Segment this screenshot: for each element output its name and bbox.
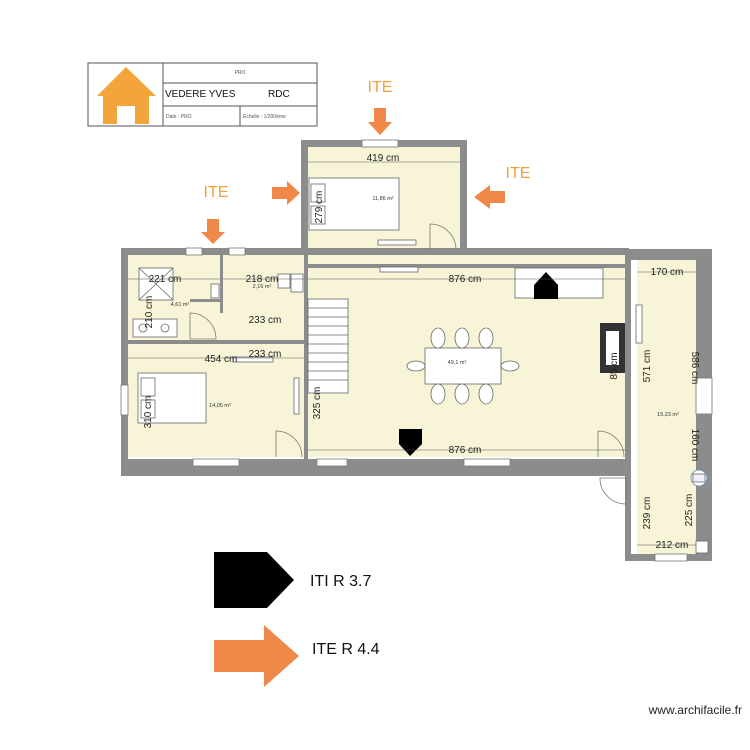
dim-170: 170 cm bbox=[651, 267, 684, 278]
title-block: PRO VEDERE YVES RDC Date : PRO Echelle :… bbox=[87, 62, 318, 127]
dim-876-bottom: 876 cm bbox=[449, 445, 482, 456]
area-bath: 4,61 m² bbox=[171, 302, 190, 308]
dim-221: 221 cm bbox=[149, 274, 182, 285]
dim-571: 571 cm bbox=[642, 350, 653, 383]
date-label: Date : PRO bbox=[166, 114, 192, 120]
dim-454: 454 cm bbox=[205, 354, 238, 365]
washer bbox=[210, 283, 220, 299]
dim-210: 210 cm bbox=[144, 296, 155, 329]
window-bedroom-left bbox=[120, 384, 129, 416]
legend-ite-label: ITE R 4.4 bbox=[312, 641, 380, 658]
ite-label-left: ITE bbox=[204, 184, 229, 201]
dim-279: 279 cm bbox=[314, 191, 325, 224]
kitchen-counter bbox=[514, 267, 604, 299]
dim-310: 310 cm bbox=[143, 396, 154, 429]
scale-label: Echelle : 1/200ème bbox=[243, 114, 286, 120]
dim-233-a: 233 cm bbox=[249, 315, 282, 326]
legend: ITI R 3.7 ITE R 4.4 bbox=[214, 552, 380, 687]
level-name: RDC bbox=[268, 89, 290, 100]
iti-marker-living bbox=[399, 429, 422, 456]
dim-325: 325 cm bbox=[312, 387, 323, 420]
area-right-room: 15,23 m² bbox=[657, 412, 679, 418]
area-bedroom-top: 11,86 m² bbox=[372, 196, 393, 202]
dim-233-b: 233 cm bbox=[249, 349, 282, 360]
radiator-bed-side bbox=[293, 377, 300, 415]
legend-ite-icon bbox=[214, 625, 299, 687]
dim-160: 160 cm bbox=[689, 429, 700, 462]
window-top-bedroom bbox=[361, 139, 399, 148]
door-top-bedroom bbox=[429, 223, 457, 251]
door-bath bbox=[189, 312, 217, 340]
dim-239: 239 cm bbox=[642, 497, 653, 530]
house-icon bbox=[97, 67, 156, 124]
doors bbox=[189, 223, 627, 505]
dim-225: 225 cm bbox=[684, 494, 695, 527]
window-bath bbox=[185, 247, 203, 256]
dim-419: 419 cm bbox=[367, 153, 400, 164]
toilet bbox=[277, 273, 291, 289]
radiator-right bbox=[635, 304, 643, 344]
ite-arrow-top bbox=[368, 108, 392, 135]
area-living: 49,1 m² bbox=[448, 360, 467, 366]
radiator-bedroom bbox=[232, 356, 274, 363]
ite-label-top: ITE bbox=[368, 79, 393, 96]
stove bbox=[600, 323, 625, 373]
dim-85: 85 cm bbox=[609, 352, 620, 379]
radiator-living bbox=[379, 266, 419, 273]
water-heater bbox=[690, 469, 709, 554]
room-areas: 11,86 m² 2,16 m² 4,61 m² 49,1 m² 14,05 m… bbox=[171, 196, 679, 418]
furniture bbox=[132, 177, 643, 424]
watermark[interactable]: www.archifacile.fr bbox=[648, 703, 742, 717]
legend-iti-label: ITI R 3.7 bbox=[310, 573, 371, 590]
door-living bbox=[597, 430, 625, 458]
ite-arrow-bath bbox=[201, 219, 225, 244]
dimension-lines bbox=[128, 161, 696, 546]
window-right-bottom bbox=[654, 553, 688, 562]
sink-bath bbox=[132, 318, 178, 338]
sink-wc bbox=[290, 273, 304, 293]
dim-212: 212 cm bbox=[656, 540, 689, 551]
ite-label-right: ITE bbox=[506, 165, 531, 182]
radiator-top bbox=[377, 239, 417, 246]
window-living-bottom-1 bbox=[316, 458, 348, 467]
window-bedroom-bottom bbox=[192, 458, 240, 467]
window-wc bbox=[228, 247, 246, 256]
dining-table bbox=[424, 347, 502, 385]
door-right-wing bbox=[599, 477, 627, 505]
project-name: VEDERE YVES bbox=[165, 89, 236, 100]
area-bedroom-left: 14,05 m² bbox=[209, 403, 231, 409]
legend-iti-icon bbox=[214, 552, 294, 608]
title-block-top-label: PRO bbox=[235, 70, 246, 76]
ite-arrow-right bbox=[474, 185, 505, 209]
dim-586: 586 cm bbox=[689, 352, 700, 385]
window-right-wall bbox=[695, 377, 713, 415]
ite-markers: ITE ITE ITE bbox=[201, 79, 530, 244]
windows bbox=[120, 139, 713, 562]
dimension-labels: 419 cm 279 cm 221 cm 218 cm 876 cm 170 c… bbox=[143, 153, 700, 551]
ite-arrow-left bbox=[272, 181, 300, 205]
staircase bbox=[307, 298, 349, 394]
door-bedroom-left bbox=[275, 430, 303, 458]
area-wc: 2,16 m² bbox=[253, 284, 272, 290]
dim-218: 218 cm bbox=[246, 274, 279, 285]
window-living-bottom-2 bbox=[463, 458, 511, 467]
dim-876-top: 876 cm bbox=[449, 274, 482, 285]
